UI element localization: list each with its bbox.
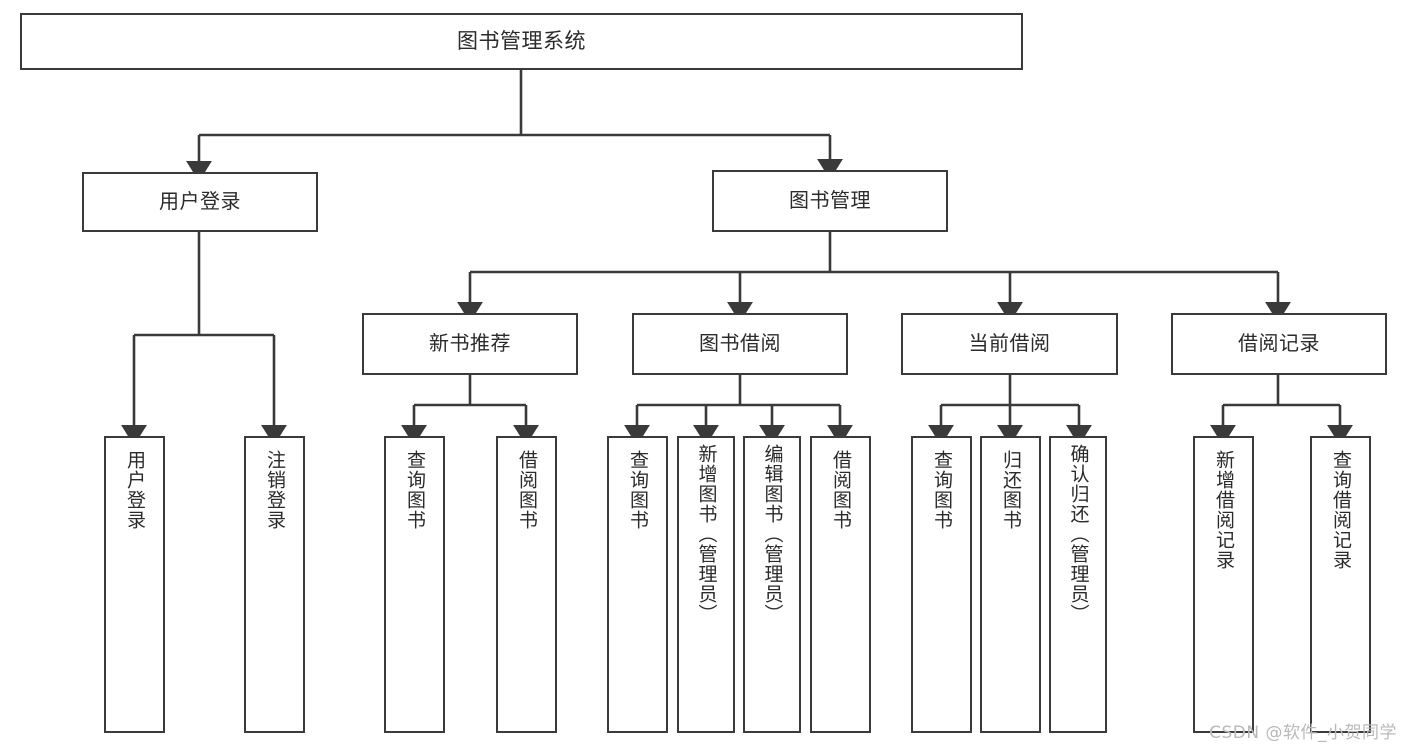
leaf-recommend-query-book-label: 查询图书 <box>403 450 426 530</box>
node-book-borrow[interactable]: 图书借阅 <box>632 313 848 375</box>
leaf-borrow-query-book[interactable]: 查询图书 <box>607 436 668 733</box>
node-borrow-record[interactable]: 借阅记录 <box>1171 313 1387 375</box>
leaf-logout[interactable]: 注销登录 <box>244 436 305 733</box>
leaf-logout-label: 注销登录 <box>263 450 286 530</box>
leaf-recommend-borrow-book[interactable]: 借阅图书 <box>496 436 557 733</box>
leaf-current-query-book[interactable]: 查询图书 <box>911 436 972 733</box>
leaf-current-confirm-return[interactable]: 确认归还（管理员） <box>1049 436 1107 733</box>
leaf-borrow-add-book-label: 新增图书（管理员） <box>695 444 718 624</box>
node-current-borrow-label: 当前借阅 <box>968 331 1051 356</box>
node-user-login[interactable]: 用户登录 <box>82 172 318 232</box>
watermark: CSDN @软件_小贺同学 <box>1209 723 1397 743</box>
node-new-book-recommend-label: 新书推荐 <box>429 331 511 356</box>
leaf-recommend-query-book[interactable]: 查询图书 <box>384 436 445 733</box>
leaf-user-login[interactable]: 用户登录 <box>104 436 165 733</box>
leaf-current-query-book-label: 查询图书 <box>930 450 953 530</box>
leaf-borrow-add-book[interactable]: 新增图书（管理员） <box>677 436 735 733</box>
leaf-current-confirm-return-label: 确认归还（管理员） <box>1067 444 1090 624</box>
node-book-borrow-label: 图书借阅 <box>699 331 781 356</box>
node-book-manage-label: 图书管理 <box>789 188 871 213</box>
node-root[interactable]: 图书管理系统 <box>20 13 1023 70</box>
node-root-label: 图书管理系统 <box>457 29 586 54</box>
leaf-borrow-edit-book-label: 编辑图书（管理员） <box>761 444 784 624</box>
leaf-user-login-label: 用户登录 <box>123 450 146 530</box>
leaf-borrow-query-book-label: 查询图书 <box>626 450 649 530</box>
leaf-borrow-do-borrow-label: 借阅图书 <box>829 450 852 530</box>
node-borrow-record-label: 借阅记录 <box>1238 331 1320 356</box>
node-current-borrow[interactable]: 当前借阅 <box>901 313 1118 375</box>
node-book-manage[interactable]: 图书管理 <box>712 170 948 232</box>
leaf-current-return-book[interactable]: 归还图书 <box>980 436 1041 733</box>
leaf-current-return-book-label: 归还图书 <box>999 450 1022 530</box>
leaf-record-query[interactable]: 查询借阅记录 <box>1310 436 1371 733</box>
leaf-borrow-edit-book[interactable]: 编辑图书（管理员） <box>743 436 801 733</box>
node-new-book-recommend[interactable]: 新书推荐 <box>362 313 578 375</box>
leaf-recommend-borrow-book-label: 借阅图书 <box>515 450 538 530</box>
leaf-record-query-label: 查询借阅记录 <box>1329 450 1352 570</box>
leaf-record-add-label: 新增借阅记录 <box>1212 450 1235 570</box>
leaf-borrow-do-borrow[interactable]: 借阅图书 <box>810 436 871 733</box>
node-user-login-label: 用户登录 <box>159 189 241 214</box>
leaf-record-add[interactable]: 新增借阅记录 <box>1193 436 1254 733</box>
